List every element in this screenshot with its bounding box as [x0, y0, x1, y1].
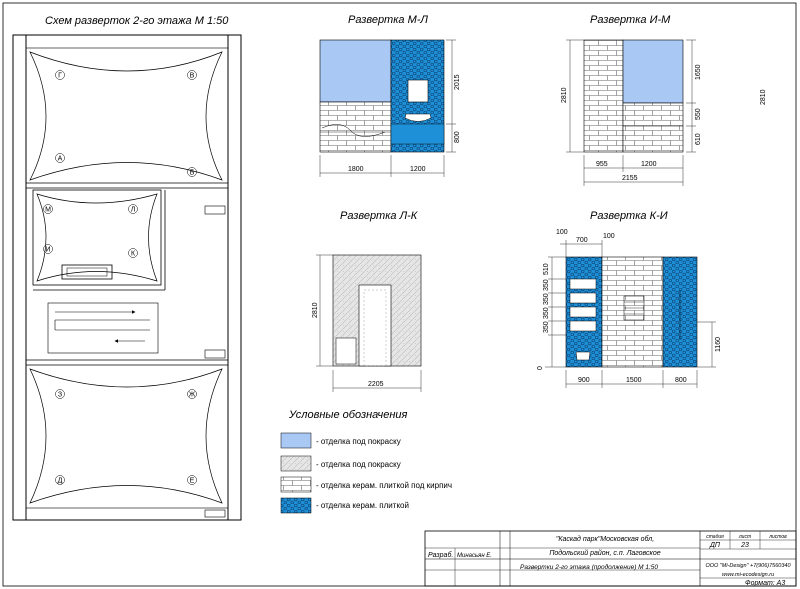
elevation-ml [319, 39, 456, 177]
svg-text:800: 800 [675, 377, 687, 384]
svg-text:Развертки 2-го этажа (продолже: Развертки 2-го этажа (продолжение) М 1:5… [520, 563, 658, 571]
elevation-im-title: Развертка И-М [590, 14, 671, 26]
elevation-ki [545, 240, 716, 388]
svg-text:Г: Г [58, 73, 62, 80]
title-block-text: "Каскад парк"Московская обл, Подольский … [428, 534, 791, 587]
svg-text:лист: лист [738, 534, 751, 540]
elevation-lk-title: Развертка Л-К [340, 210, 418, 222]
svg-text:К: К [131, 251, 136, 258]
svg-text:- отделка под покраску: - отделка под покраску [316, 460, 401, 469]
svg-text:Минасьян Е.: Минасьян Е. [457, 553, 492, 559]
elevation-lk-dims: 2810 2205 [312, 302, 384, 388]
svg-text:800: 800 [454, 131, 461, 143]
elevation-ki-title: Развертка К-И [590, 210, 668, 222]
elevation-ml-dims: 1800 1200 2015 800 [348, 74, 461, 173]
svg-text:1800: 1800 [348, 166, 364, 173]
svg-text:ООО "Mi-Design" +7(906)7560340: ООО "Mi-Design" +7(906)7560340 [705, 563, 791, 569]
upper-room-labels: Г В А Б [55, 70, 197, 177]
svg-text:Б: Б [190, 170, 195, 177]
svg-text:Подольский район, с.п. Лаговск: Подольский район, с.п. Лаговское [549, 549, 660, 557]
svg-text:- отделка керам. плиткой под: - отделка керам. плиткой под кирпич [316, 481, 452, 490]
svg-text:900: 900 [578, 377, 590, 384]
svg-text:1500: 1500 [626, 377, 642, 384]
floor-plan [12, 34, 242, 521]
legend-item-paint-blue: - отделка под покраску [280, 432, 401, 449]
svg-text:Д: Д [58, 478, 63, 485]
svg-text:2015: 2015 [454, 74, 461, 90]
legend-swatch-paint-blue [280, 432, 312, 449]
elevation-ki-dims: 100 700 100 510 350 350 350 350 0 1160 9… [537, 229, 722, 384]
svg-text:2155: 2155 [622, 175, 638, 182]
svg-text:350: 350 [543, 293, 550, 305]
legend-swatch-brick-tile [280, 476, 312, 493]
legend-item-ceramic-tile: - отделка керам. плиткой [280, 497, 409, 514]
svg-text:510: 510 [543, 263, 550, 275]
svg-text:Ж: Ж [189, 392, 196, 399]
svg-text:ДП: ДП [709, 542, 721, 549]
legend-title: Условные обозначения [288, 409, 408, 421]
svg-text:100: 100 [556, 229, 568, 236]
svg-text:1200: 1200 [641, 161, 657, 168]
plan-labels: Г В А Б М Л И К З Ж Д Е [43, 70, 197, 485]
svg-text:350: 350 [543, 279, 550, 291]
elevation-im-dims: 955 1200 2155 2810 1650 550 610 2810 [561, 64, 767, 182]
svg-text:1200: 1200 [410, 166, 426, 173]
svg-text:листов: листов [768, 534, 787, 540]
svg-text:1650: 1650 [695, 64, 702, 80]
svg-text:www.mi-ecodesign.ru: www.mi-ecodesign.ru [722, 572, 774, 578]
plan-title: Схем разверток 2-го этажа М 1:50 [45, 15, 229, 27]
svg-text:В: В [190, 73, 195, 80]
svg-text:350: 350 [543, 321, 550, 333]
legend: - отделка под покраску - отделка под пок… [280, 432, 452, 514]
svg-text:2810: 2810 [760, 89, 767, 105]
svg-text:стадия: стадия [706, 534, 724, 540]
svg-text:Формат: А3: Формат: А3 [745, 580, 785, 587]
svg-text:М: М [45, 207, 51, 214]
elevation-ml-title: Развертка М-Л [348, 14, 428, 26]
bathroom-labels: М Л И К [43, 204, 138, 258]
svg-text:З: З [58, 392, 62, 399]
svg-text:Е: Е [190, 478, 195, 485]
legend-swatch-ceramic-tile [280, 497, 312, 514]
svg-text:- отделка под покраску: - отделка под покраску [316, 437, 401, 446]
svg-text:И: И [45, 247, 50, 254]
lower-room-labels: З Ж Д Е [55, 389, 197, 485]
svg-text:- отделка керам. плиткой: - отделка керам. плиткой [316, 501, 409, 510]
svg-text:700: 700 [576, 237, 588, 244]
legend-swatch-paint-grey [280, 455, 312, 472]
svg-text:А: А [58, 156, 63, 163]
svg-text:Разраб.: Разраб. [428, 551, 453, 559]
svg-text:2205: 2205 [368, 381, 384, 388]
svg-text:23: 23 [740, 542, 749, 549]
svg-text:100: 100 [603, 233, 615, 240]
svg-text:"Каскад парк"Московская обл,: "Каскад парк"Московская обл, [556, 535, 654, 543]
svg-text:2810: 2810 [312, 302, 319, 318]
svg-text:Л: Л [131, 207, 136, 214]
legend-item-paint-grey: - отделка под покраску [280, 455, 401, 472]
svg-text:610: 610 [695, 133, 702, 145]
elevation-im [566, 39, 696, 186]
svg-text:0: 0 [537, 366, 544, 370]
svg-text:550: 550 [695, 108, 702, 120]
svg-text:350: 350 [543, 307, 550, 319]
svg-text:955: 955 [596, 161, 608, 168]
legend-item-brick-tile: - отделка керам. плиткой под кирпич [280, 476, 452, 493]
title-block [424, 530, 797, 587]
svg-text:2810: 2810 [561, 87, 568, 103]
elevation-lk [316, 254, 422, 392]
svg-text:1160: 1160 [715, 337, 722, 352]
